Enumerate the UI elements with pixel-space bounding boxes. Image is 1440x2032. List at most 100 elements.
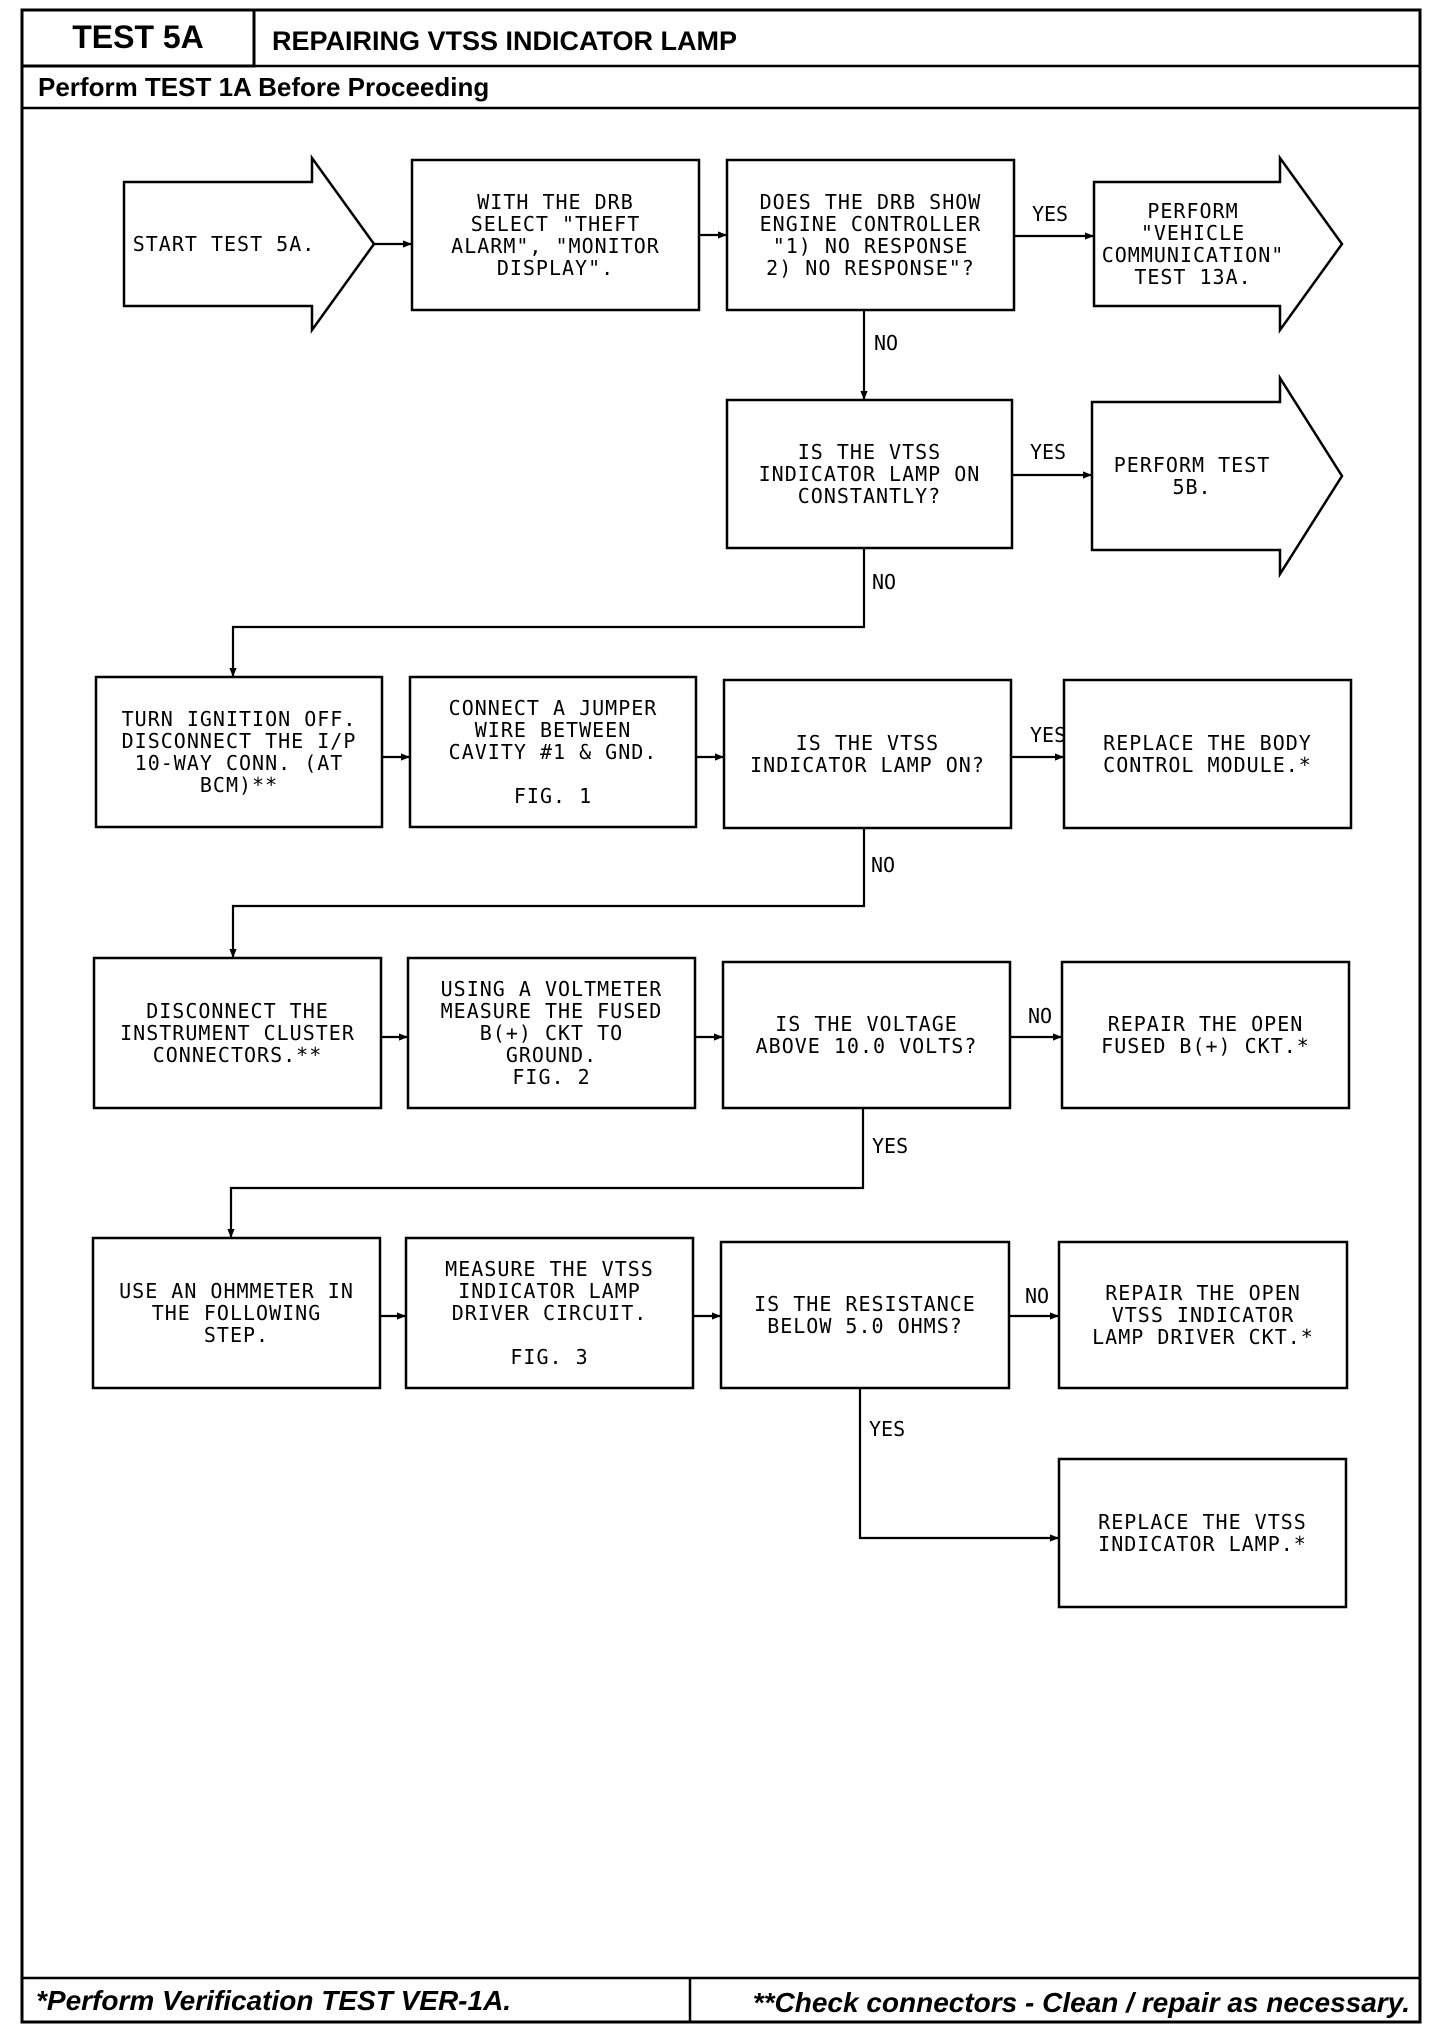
node-text-line: IS THE VOLTAGE xyxy=(775,1012,958,1036)
node-text-line: REPLACE THE BODY xyxy=(1103,731,1312,755)
node-text-line: CONSTANTLY? xyxy=(798,484,941,508)
box-shape xyxy=(92,956,383,1110)
edge-q-drb-to-q-lamp-constant: NO xyxy=(860,310,898,400)
node-text-line: WIRE BETWEEN xyxy=(475,718,632,742)
edge-label: YES xyxy=(869,1417,905,1441)
edge-q-lamp-on-to-replace-bcm: YES xyxy=(1011,723,1066,761)
edge-label: NO xyxy=(874,331,898,355)
node-text-line: PERFORM xyxy=(1147,199,1238,223)
box-shape xyxy=(406,956,697,1110)
flow-node-start: START TEST 5A. xyxy=(122,154,376,334)
edge-q-resistance-to-repair-driver: NO xyxy=(1009,1284,1059,1320)
node-text-line: GROUND. xyxy=(506,1043,597,1067)
box-shape xyxy=(1060,960,1351,1110)
box-shape xyxy=(719,1240,1011,1390)
node-text-line: IS THE RESISTANCE xyxy=(754,1292,976,1316)
node-text-line: WITH THE DRB xyxy=(477,190,634,214)
edge-q-lamp-constant-to-ignition-off: NO xyxy=(229,548,896,677)
node-text-line: DOES THE DRB SHOW xyxy=(760,190,982,214)
node-text-line: DISCONNECT THE xyxy=(146,999,329,1023)
node-text-line: DRIVER CIRCUIT. xyxy=(452,1301,648,1325)
box-shape xyxy=(91,1236,382,1390)
edge-label: YES xyxy=(872,1134,908,1158)
edge-q-resistance-to-replace-lamp: YES xyxy=(858,1388,1059,1542)
arrow-shape xyxy=(1090,373,1344,579)
node-text-line: INDICATOR LAMP ON? xyxy=(750,753,985,777)
node-text-line: START TEST 5A. xyxy=(133,232,316,256)
test-id: TEST 5A xyxy=(72,19,204,55)
node-text-line: INDICATOR LAMP xyxy=(458,1279,641,1303)
node-text-line: CONNECT A JUMPER xyxy=(449,696,658,720)
node-text-line: PERFORM TEST xyxy=(1114,453,1271,477)
node-text-line: 5B. xyxy=(1172,475,1211,499)
node-text-line: USE AN OHMMETER IN xyxy=(119,1279,354,1303)
node-text-line: B(+) CKT TO xyxy=(480,1021,623,1045)
arrow-shape xyxy=(122,154,376,334)
node-text-line: ALARM", "MONITOR xyxy=(451,234,660,258)
edge-q-voltage-to-ohmmeter: YES xyxy=(227,1108,908,1238)
node-text-line: REPAIR THE OPEN xyxy=(1108,1012,1304,1036)
edge-label: YES xyxy=(1030,723,1066,747)
edge-label: NO xyxy=(871,853,895,877)
node-text-line: 2) NO RESPONSE"? xyxy=(766,256,975,280)
edge-q-voltage-to-repair-fused: NO xyxy=(1010,1004,1062,1041)
edge-label: YES xyxy=(1030,440,1066,464)
box-shape xyxy=(725,398,1014,550)
arrow-shape xyxy=(1092,154,1344,334)
node-text-line: TURN IGNITION OFF. xyxy=(122,707,357,731)
node-text-line: "1) NO RESPONSE xyxy=(773,234,969,258)
box-shape xyxy=(721,960,1012,1110)
connectors: YES NO YES NO YES NO NO YES NO YES xyxy=(227,202,1094,1542)
box-shape xyxy=(94,675,384,829)
node-text-line: MEASURE THE VTSS xyxy=(445,1257,654,1281)
node-text-line: STEP. xyxy=(204,1323,269,1347)
footer-connector-note: **Check connectors - Clean / repair as n… xyxy=(753,1987,1410,2018)
box-shape xyxy=(1062,678,1353,830)
node-text-line: MEASURE THE FUSED xyxy=(441,999,663,1023)
box-shape xyxy=(1057,1457,1348,1609)
node-text-line: INDICATOR LAMP ON xyxy=(759,462,981,486)
node-text-line: IS THE VTSS xyxy=(798,440,941,464)
node-text-line: REPLACE THE VTSS xyxy=(1098,1510,1307,1534)
node-text-line: FIG. 2 xyxy=(512,1065,590,1089)
node-text-line: LAMP DRIVER CKT.* xyxy=(1092,1325,1314,1349)
node-text-line: "VEHICLE xyxy=(1141,221,1245,245)
node-text-line: ABOVE 10.0 VOLTS? xyxy=(756,1034,978,1058)
node-text-line: CONTROL MODULE.* xyxy=(1103,753,1312,777)
flow-node-ignition-off: TURN IGNITION OFF.DISCONNECT THE I/P10-W… xyxy=(94,675,384,829)
node-text-line: ENGINE CONTROLLER xyxy=(760,212,982,236)
node-text-line: REPAIR THE OPEN xyxy=(1105,1281,1301,1305)
node-text-line: SELECT "THEFT xyxy=(471,212,641,236)
connector-line xyxy=(229,828,866,958)
node-text-line: COMMUNICATION" xyxy=(1102,243,1285,267)
box-shape xyxy=(404,1236,695,1390)
node-text-line: VTSS INDICATOR xyxy=(1112,1303,1295,1327)
connector-line xyxy=(858,1388,1059,1542)
footer-verification-note: *Perform Verification TEST VER-1A. xyxy=(36,1985,511,2016)
edge-q-lamp-on-to-disconnect-cluster: NO xyxy=(229,828,895,958)
node-text-line: IS THE VTSS xyxy=(796,731,939,755)
box-shape xyxy=(410,158,701,312)
box-shape xyxy=(408,675,698,829)
node-text-line: INDICATOR LAMP.* xyxy=(1098,1532,1307,1556)
edge-q-lamp-constant-to-perform-5b: YES xyxy=(1012,440,1092,479)
node-text-line: FIG. 1 xyxy=(514,784,592,808)
edge-label: NO xyxy=(1028,1004,1052,1028)
box-shape xyxy=(725,158,1016,312)
connector-line xyxy=(227,1108,865,1238)
box-shape xyxy=(722,678,1013,830)
node-text-line: DISCONNECT THE I/P xyxy=(122,729,357,753)
edge-label: YES xyxy=(1032,202,1068,226)
